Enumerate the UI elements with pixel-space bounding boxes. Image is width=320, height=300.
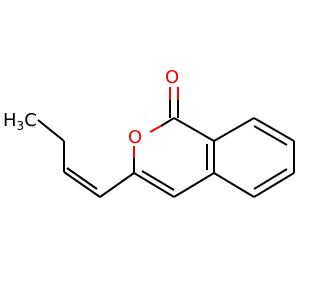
bond-c6-c5 [253,172,295,198]
bond-c8a-c1 [173,117,215,142]
methyl-subscript: 3 [17,119,25,133]
bond-c3-c1prime [99,172,135,198]
bond-c8-c7-inner [253,125,288,146]
molecule-diagram: O O H3C [3,67,295,198]
bond-c8-c7 [253,117,295,142]
carbonyl-oxygen-label: O [165,67,179,88]
structure-canvas: O O H3C [3,67,295,198]
methyl-label: H3C [3,110,37,133]
bond-c5-c4a [213,172,255,198]
bond-c3-c4-inner [141,170,175,191]
bond-c1prime-c2prime [63,171,101,198]
bond-c1prime-c2prime-inner [66,167,98,190]
bond-c1-oxygen-red [149,125,162,133]
ring-oxygen-label: O [128,127,142,148]
methyl-h: H [3,110,17,131]
bond-c3prime-methyl [37,119,65,142]
bond-c6-c5-inner [253,168,288,190]
bond-c3-c4 [133,172,175,198]
bond-c1-oxygen-black [160,117,175,127]
bond-c4-c4a [173,172,215,198]
bond-c8a-c8 [213,117,255,142]
methyl-c: C [24,110,37,131]
